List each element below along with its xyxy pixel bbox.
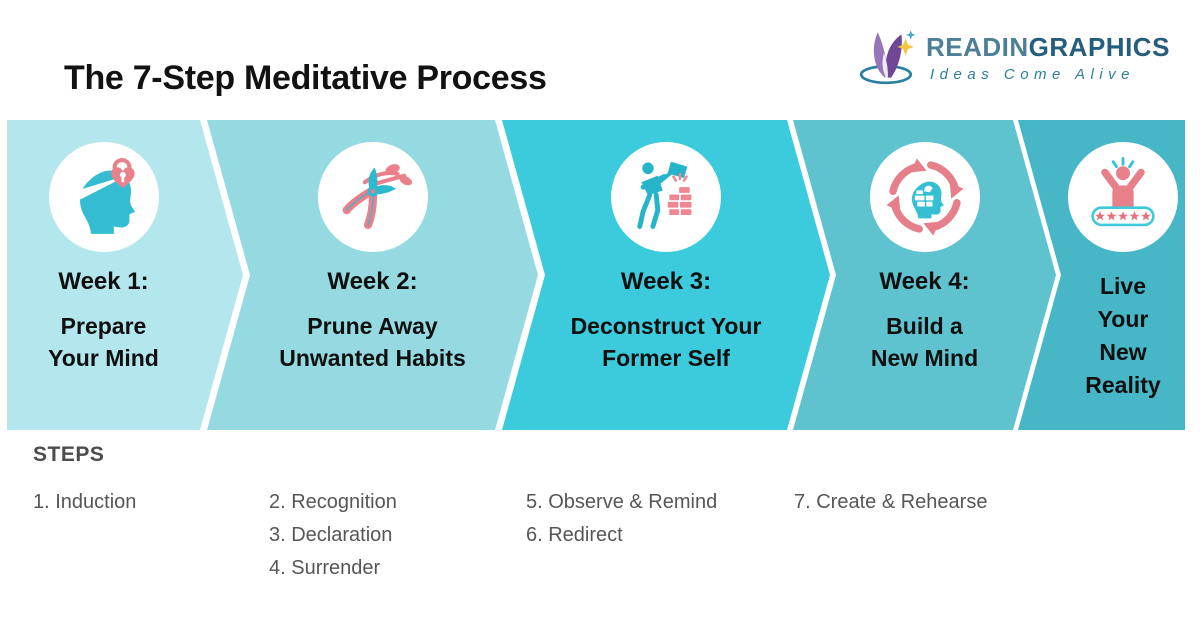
week-label: Week 3: <box>620 268 712 295</box>
brand-name: READINGRAPHICS <box>926 31 1170 62</box>
steps-column-3: 5. Observe & Remind 6. Redirect <box>526 486 717 552</box>
step-item: 4. Surrender <box>269 557 381 579</box>
process-step-week3: Week 3: Deconstruct Your Former Self <box>502 120 830 430</box>
step-item: 1. Induction <box>33 491 137 513</box>
prepare-mind-icon <box>79 158 135 234</box>
celebrate-stars-icon <box>1091 157 1155 227</box>
step-title: Prune Away Unwanted Habits <box>279 313 466 371</box>
week3-icon-circle <box>611 142 721 252</box>
week-label: Week 4: <box>879 268 970 295</box>
step-title: Deconstruct Your Former Self <box>570 313 762 371</box>
page-title: The 7-Step Meditative Process <box>64 58 547 97</box>
step-item: 2. Recognition <box>269 491 397 513</box>
steps-heading: STEPS <box>33 443 105 466</box>
process-step-week1: Week 1: Prepare Your Mind <box>7 120 243 430</box>
brand-logo-text: READINGRAPHICS Ideas Come Alive <box>926 32 1170 83</box>
rebuild-cycle-icon <box>884 156 964 238</box>
step-item: 5. Observe & Remind <box>526 491 718 513</box>
week2-icon-circle <box>317 142 428 252</box>
step-item: 6. Redirect <box>526 524 623 546</box>
brand-logo: READINGRAPHICS Ideas Come Alive <box>854 24 1170 90</box>
week-label: Week 2: <box>327 268 418 295</box>
brand-tagline: Ideas Come Alive <box>930 65 1135 83</box>
final-icon-circle <box>1068 142 1178 252</box>
week1-icon-circle <box>48 142 159 252</box>
steps-column-2: 2. Recognition 3. Declaration 4. Surrend… <box>269 486 397 585</box>
step-title: Build a New Mind <box>870 313 979 371</box>
step-title: Prepare Your Mind <box>48 313 159 371</box>
steps-column-1: 1. Induction <box>33 486 136 519</box>
steps-column-4: 7. Create & Rehearse <box>794 486 987 519</box>
step-item: 3. Declaration <box>269 524 393 546</box>
process-band: Week 1: Prepare Your Mind <box>0 120 1200 430</box>
week-label: Week 1: <box>58 268 149 295</box>
pruning-shears-icon <box>342 164 412 229</box>
step-item: 7. Create & Rehearse <box>794 491 988 513</box>
week4-icon-circle <box>869 142 980 252</box>
hammer-wall-icon <box>637 161 692 229</box>
book-sparkle-icon <box>859 30 916 85</box>
step-title: Live Your New Reality <box>1085 273 1161 398</box>
process-step-week4: Week 4: Build a New Mind <box>793 120 1056 430</box>
process-step-week2: Week 2: Prune Away Unwanted Habits <box>207 120 538 430</box>
